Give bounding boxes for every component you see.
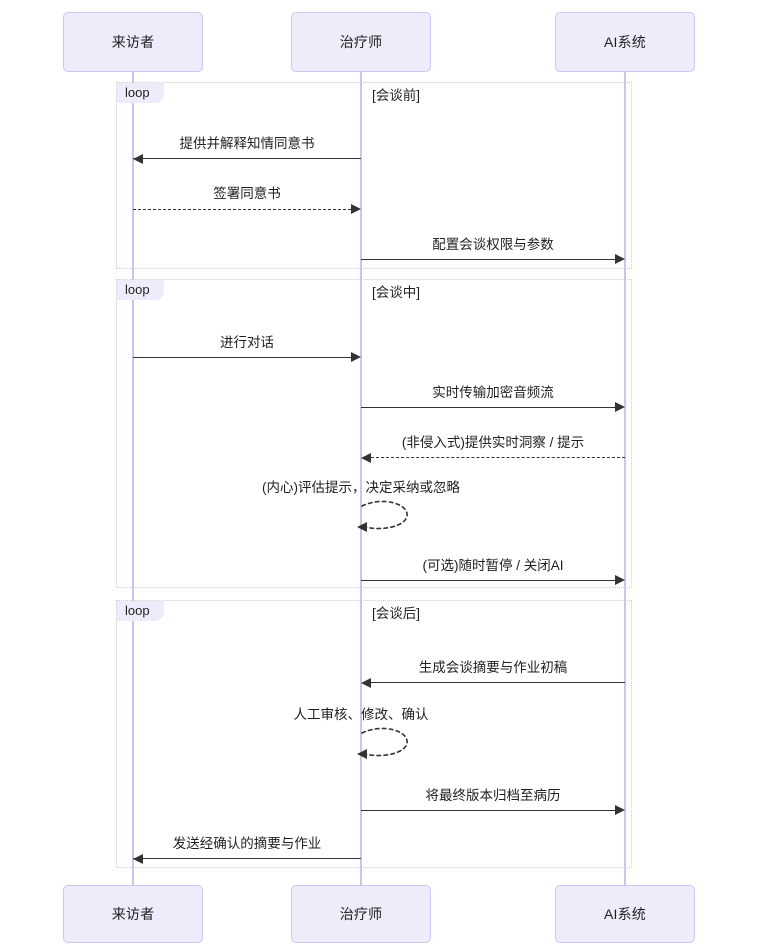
message-label: 提供并解释知情同意书 (179, 136, 315, 151)
arrow-head-icon (351, 204, 361, 214)
fragment-label-pre-session: loop (117, 83, 164, 103)
actor-box-ai-bottom[interactable]: AI系统 (555, 885, 695, 943)
message-arrow-line (361, 407, 615, 408)
message-arrow-line (371, 457, 625, 458)
fragment-condition-in-session: [会谈中] (372, 285, 421, 300)
message-label: (可选)随时暂停 / 关闭AI (422, 558, 564, 573)
fragment-pre-session (116, 82, 632, 269)
message-arrow-line (361, 259, 615, 260)
message-arrow-line (371, 682, 625, 683)
actor-box-client-bottom[interactable]: 来访者 (63, 885, 203, 943)
arrow-head-icon (351, 352, 361, 362)
actor-box-ai-top[interactable]: AI系统 (555, 12, 695, 72)
fragment-post-session (116, 600, 632, 868)
message-label: 人工审核、修改、确认 (293, 707, 429, 722)
message-label: 生成会谈摘要与作业初稿 (418, 660, 568, 675)
arrow-head-icon (361, 678, 371, 688)
arrow-head-icon (361, 453, 371, 463)
message-label: 发送经确认的摘要与作业 (172, 836, 322, 851)
lifeline-client (132, 72, 134, 885)
message-arrow-line (361, 810, 615, 811)
message-arrow-line (133, 858, 361, 859)
message-label: 进行对话 (220, 335, 274, 350)
actor-label: 治疗师 (339, 34, 383, 50)
message-label: 签署同意书 (213, 186, 281, 201)
message-label: (非侵入式)提供实时洞察 / 提示 (401, 435, 585, 450)
lifeline-ai (624, 72, 626, 885)
arrow-head-icon (615, 805, 625, 815)
message-arrow-line (133, 158, 361, 159)
fragment-label-in-session: loop (117, 280, 164, 300)
actor-label: AI系统 (603, 906, 647, 922)
arrow-head-icon (615, 402, 625, 412)
message-label: 配置会谈权限与参数 (432, 237, 554, 252)
fragment-label-post-session: loop (117, 601, 164, 621)
fragment-condition-pre-session: [会谈前] (372, 88, 421, 103)
fragment-condition-post-session: [会谈后] (372, 606, 421, 621)
self-message-loop-icon (357, 500, 408, 532)
message-label: (内心)评估提示，决定采纳或忽略 (262, 480, 460, 495)
message-label: 实时传输加密音频流 (432, 385, 554, 400)
actor-label: 来访者 (111, 34, 155, 50)
actor-box-therapist-bottom[interactable]: 治疗师 (291, 885, 431, 943)
message-arrow-line (361, 580, 615, 581)
arrow-head-icon (615, 254, 625, 264)
message-arrow-line (133, 209, 351, 210)
actor-box-client-top[interactable]: 来访者 (63, 12, 203, 72)
actor-label: 来访者 (111, 906, 155, 922)
fragment-in-session (116, 279, 632, 588)
arrow-head-icon (133, 854, 143, 864)
message-arrow-line (133, 357, 351, 358)
arrow-head-icon (615, 575, 625, 585)
actor-box-therapist-top[interactable]: 治疗师 (291, 12, 431, 72)
message-label: 将最终版本归档至病历 (425, 788, 561, 803)
arrow-head-icon (133, 154, 143, 164)
self-message-loop-icon (357, 727, 408, 759)
actor-label: AI系统 (603, 34, 647, 50)
lifeline-therapist (360, 72, 362, 885)
actor-label: 治疗师 (339, 906, 383, 922)
